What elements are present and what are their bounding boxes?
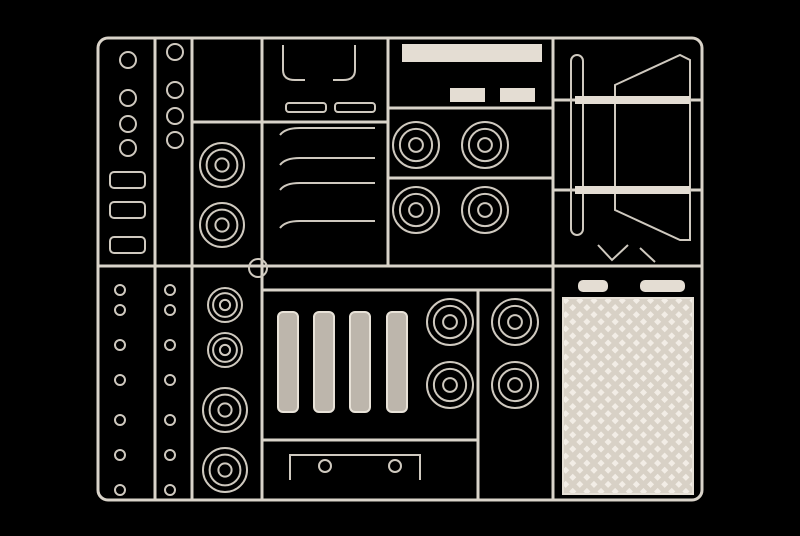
small-hub [119,107,184,133]
sprue-frame [96,36,704,502]
small-part [109,171,146,189]
small-part [164,449,176,461]
small-part [248,258,268,278]
small-part [114,339,126,351]
outer-runner [96,36,704,502]
frame-rails [402,44,691,292]
wheel [426,361,474,409]
axle-part [289,454,421,480]
small-hub [119,43,184,69]
small-part [164,414,176,426]
small-part [164,304,176,316]
small-hub [119,81,184,107]
small-part [114,449,126,461]
small-part [164,484,176,496]
small-part [114,374,126,386]
wheel [207,287,243,323]
small-part [388,459,402,473]
wheel [207,332,243,368]
wheel [461,121,509,169]
wheel [491,298,539,346]
small-hub [119,131,184,157]
small-part [109,201,146,219]
exhaust-pipes [279,45,376,229]
shock-cylinder [313,311,335,413]
shock-cylinder [349,311,371,413]
small-part [164,339,176,351]
small-part [164,284,176,296]
wheel [392,121,440,169]
wheel [199,142,245,188]
small-part [114,284,126,296]
small-part [114,484,126,496]
wheel [199,202,245,248]
checker-plate [562,297,694,495]
wheel [202,447,248,493]
wheel [491,361,539,409]
shock-cylinder [386,311,408,413]
wheel [461,186,509,234]
shock-cylinder [277,311,299,413]
wheel [202,387,248,433]
small-parts [109,43,268,496]
small-part [109,236,146,254]
small-part [114,414,126,426]
small-part [318,459,332,473]
cylinder-parts [277,311,421,480]
wheel [426,298,474,346]
small-part [114,304,126,316]
small-part [164,374,176,386]
wheel [392,186,440,234]
wheel-parts [199,121,539,493]
